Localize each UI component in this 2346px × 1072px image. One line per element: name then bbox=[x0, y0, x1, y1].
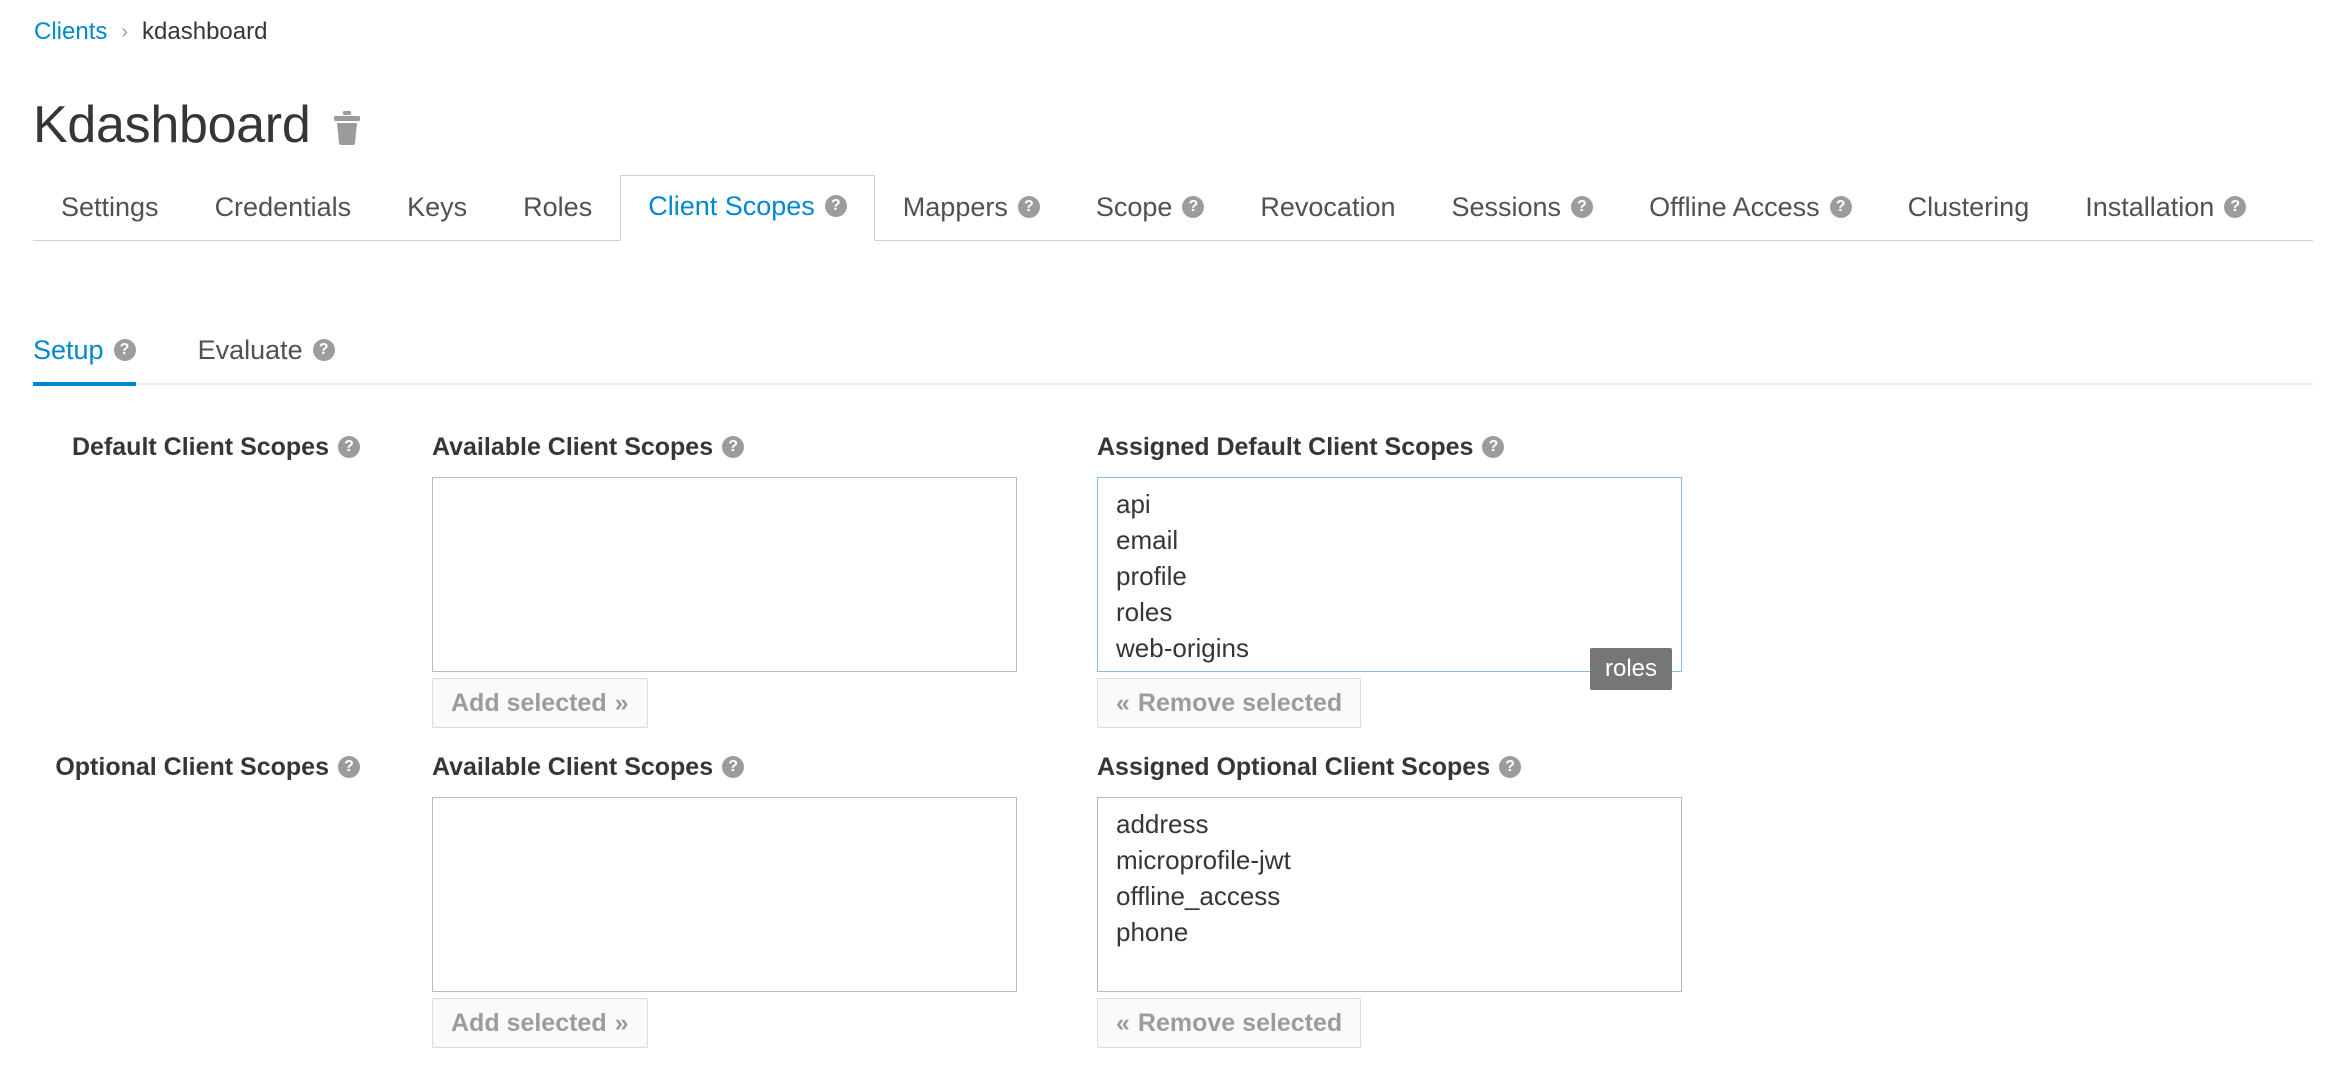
list-item[interactable]: roles bbox=[1116, 597, 1173, 627]
help-icon[interactable] bbox=[1017, 196, 1040, 218]
list-item[interactable]: email bbox=[1116, 525, 1179, 555]
row-label: Optional Client Scopes bbox=[0, 752, 360, 782]
assigned-client-scopes-header: Assigned Optional Client Scopes bbox=[1097, 752, 1682, 782]
tab-offline-access[interactable]: Offline Access bbox=[1621, 176, 1880, 241]
tab-settings[interactable]: Settings bbox=[33, 176, 187, 241]
tab-label: Mappers bbox=[902, 192, 1008, 222]
help-icon[interactable] bbox=[113, 339, 136, 361]
help-icon[interactable] bbox=[1482, 436, 1505, 458]
list-item[interactable]: offline_access bbox=[1116, 881, 1281, 911]
help-icon[interactable] bbox=[1182, 196, 1205, 218]
subtab-setup[interactable]: Setup bbox=[33, 330, 136, 386]
row-label-text: Default Client Scopes bbox=[72, 433, 329, 461]
breadcrumb-link-clients[interactable]: Clients bbox=[34, 18, 108, 45]
help-icon[interactable] bbox=[338, 436, 360, 458]
button-label: Remove selected bbox=[1137, 1009, 1343, 1037]
assigned-client-scopes-header: Assigned Default Client Scopes bbox=[1097, 432, 1682, 462]
tab-credentials[interactable]: Credentials bbox=[187, 176, 380, 241]
available-client-scopes-button[interactable]: Add selected» bbox=[432, 678, 648, 728]
subtab-evaluate[interactable]: Evaluate bbox=[198, 330, 335, 386]
tab-clustering[interactable]: Clustering bbox=[1880, 176, 2058, 241]
tab-label: Installation bbox=[2085, 192, 2215, 222]
tab-roles[interactable]: Roles bbox=[495, 176, 620, 241]
tab-label: Revocation bbox=[1260, 192, 1396, 222]
list-item[interactable]: profile bbox=[1116, 561, 1187, 591]
available-client-scopes-column: Available Client ScopesAdd selected» bbox=[432, 752, 1017, 1048]
client-scopes-subtabs: Setup Evaluate bbox=[33, 330, 2313, 386]
tab-label: Scope bbox=[1095, 192, 1173, 222]
help-icon[interactable] bbox=[722, 756, 745, 778]
chevron-right-icon: » bbox=[614, 689, 629, 717]
column-header-label: Available Client Scopes bbox=[432, 433, 714, 461]
tab-label: Clustering bbox=[1907, 192, 2030, 222]
available-client-scopes-listbox[interactable] bbox=[432, 797, 1017, 992]
assigned-client-scopes-column: Assigned Default Client Scopes api email pr… bbox=[1097, 432, 1682, 728]
column-header-label: Assigned Optional Client Scopes bbox=[1097, 753, 1491, 781]
help-icon[interactable] bbox=[312, 339, 335, 361]
subtab-label: Evaluate bbox=[197, 335, 303, 365]
help-icon[interactable] bbox=[1829, 196, 1852, 218]
list-item[interactable]: address bbox=[1116, 809, 1209, 839]
help-icon[interactable] bbox=[1571, 196, 1594, 218]
page-title: Kdashboard bbox=[33, 96, 311, 154]
button-label: Remove selected bbox=[1137, 689, 1343, 717]
help-icon[interactable] bbox=[722, 436, 745, 458]
assigned-client-scopes-button[interactable]: «Remove selected bbox=[1097, 678, 1362, 728]
list-item[interactable]: microprofile-jwt bbox=[1116, 845, 1291, 875]
subtab-label: Setup bbox=[33, 335, 104, 365]
tab-installation[interactable]: Installation bbox=[2057, 176, 2274, 241]
tab-sessions[interactable]: Sessions bbox=[1424, 176, 1622, 241]
help-icon[interactable] bbox=[1499, 756, 1522, 778]
help-icon[interactable] bbox=[338, 756, 360, 778]
tab-label: Sessions bbox=[1451, 192, 1562, 222]
list-item[interactable]: web-origins bbox=[1116, 633, 1249, 663]
column-header-label: Available Client Scopes bbox=[432, 753, 714, 781]
button-label: Add selected bbox=[451, 1009, 607, 1037]
available-client-scopes-header: Available Client Scopes bbox=[432, 752, 1017, 782]
help-icon[interactable] bbox=[2224, 196, 2247, 218]
tab-label: Credentials bbox=[214, 192, 352, 222]
client-tabs: Settings Credentials Keys Roles Client Scope… bbox=[33, 175, 2313, 241]
chevron-left-icon: « bbox=[1116, 1009, 1130, 1037]
row-label: Default Client Scopes bbox=[0, 432, 360, 462]
breadcrumb: Clients › kdashboard bbox=[34, 17, 267, 47]
tab-label: Roles bbox=[523, 192, 593, 222]
chevron-right-icon: » bbox=[614, 1009, 629, 1037]
list-item[interactable]: api bbox=[1116, 489, 1151, 519]
assigned-client-scopes-button[interactable]: «Remove selected bbox=[1097, 998, 1362, 1048]
available-client-scopes-column: Available Client ScopesAdd selected» bbox=[432, 432, 1017, 728]
button-label: Add selected bbox=[451, 689, 607, 717]
breadcrumb-current: kdashboard bbox=[142, 18, 268, 45]
tab-mappers[interactable]: Mappers bbox=[875, 176, 1068, 241]
chevron-left-icon: « bbox=[1116, 689, 1130, 717]
help-icon[interactable] bbox=[824, 195, 847, 217]
tab-label: Client Scopes bbox=[648, 191, 815, 221]
tab-keys[interactable]: Keys bbox=[379, 176, 495, 241]
tab-label: Offline Access bbox=[1649, 192, 1820, 222]
list-item[interactable]: phone bbox=[1116, 917, 1189, 947]
tab-label: Settings bbox=[61, 192, 159, 222]
trash-icon[interactable] bbox=[332, 111, 362, 145]
column-header-label: Assigned Default Client Scopes bbox=[1097, 433, 1474, 461]
row-label-text: Optional Client Scopes bbox=[55, 753, 329, 781]
tab-revocation[interactable]: Revocation bbox=[1232, 176, 1423, 241]
tab-client-scopes[interactable]: Client Scopes bbox=[620, 175, 875, 241]
available-client-scopes-header: Available Client Scopes bbox=[432, 432, 1017, 462]
breadcrumb-separator-icon: › bbox=[121, 21, 129, 43]
assigned-client-scopes-column: Assigned Optional Client Scopes address mi… bbox=[1097, 752, 1682, 1048]
tab-scope[interactable]: Scope bbox=[1068, 176, 1233, 241]
assigned-client-scopes-listbox[interactable]: api email profile roles web-origins bbox=[1097, 477, 1682, 672]
tab-label: Keys bbox=[407, 192, 468, 222]
available-client-scopes-button[interactable]: Add selected» bbox=[432, 998, 648, 1048]
page-header: Kdashboard bbox=[33, 95, 362, 155]
available-client-scopes-listbox[interactable] bbox=[432, 477, 1017, 672]
